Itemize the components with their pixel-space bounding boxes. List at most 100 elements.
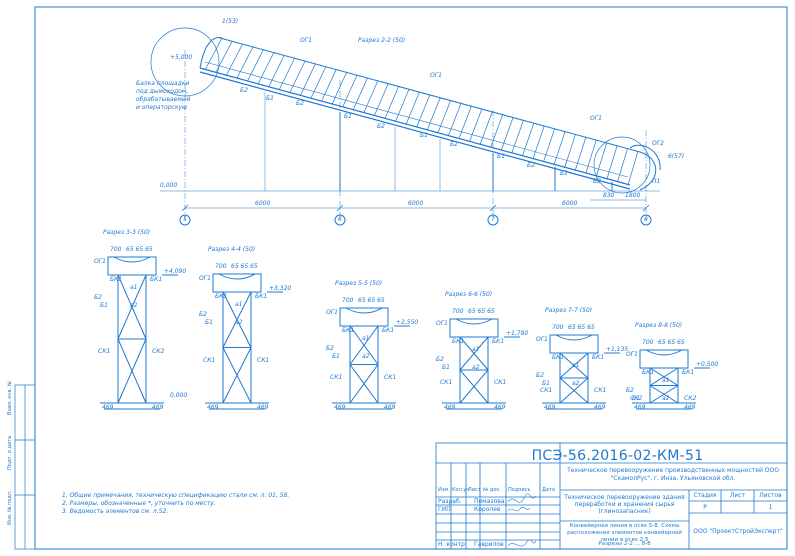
sheet-value: 1 (768, 504, 773, 511)
member-b2-f: Б2 (593, 178, 601, 185)
member-p1: П1 (652, 178, 661, 185)
member-b2-e: Б2 (527, 162, 535, 169)
doc-code: ПСЭ-56.2016-02-КМ-51 (531, 448, 704, 464)
section-a2: а2 (362, 353, 370, 360)
role-2: ГИП (438, 506, 451, 513)
section-box (107, 256, 157, 276)
header-ndok: № док. (483, 487, 501, 493)
gallery-frame-line (437, 100, 452, 134)
sheet-title: Конвейерная линия в осях 5-8. Схема расп… (567, 523, 682, 543)
section-sk-left: СК1 (98, 348, 111, 355)
gallery-frame-line (490, 114, 504, 148)
header-podp: Подпись (508, 487, 531, 493)
section-bk1-right: БК1 (682, 369, 695, 376)
section-b2: Б2 (94, 294, 102, 301)
section-box (639, 349, 689, 369)
section-width-dim: 700 (642, 339, 654, 346)
section-sk-right: СК1 (594, 387, 607, 394)
section-trough (645, 349, 683, 356)
section-a1: а1 (130, 284, 138, 291)
section-small-dims: 65 65 65 (468, 308, 495, 315)
gallery-frame-line (511, 119, 524, 154)
dim-small-2: 1800 (625, 192, 641, 199)
gallery-frame-line (532, 125, 545, 160)
section-box (549, 334, 599, 354)
section-bottom-left: 469 (634, 404, 646, 411)
member-og1-a: ОГ1 (300, 37, 312, 44)
gallery-frame-line (564, 133, 576, 168)
gallery-frame-line (585, 139, 597, 174)
member-og1-b: ОГ1 (430, 72, 442, 79)
note-3: 3. Ведомость элементов см. л.52. (62, 508, 169, 515)
gallery-frame-line (574, 136, 587, 171)
section-a1: а1 (472, 346, 480, 353)
gallery-frame-line (479, 111, 493, 145)
section-title: Техническое перевооружение здания перера… (564, 494, 685, 515)
header-list: Лист (468, 487, 481, 493)
member-b1-a: Б1 (266, 95, 274, 102)
section-bk1-left: БК1 (452, 338, 465, 345)
section-brace (459, 336, 489, 371)
beam-note: Балка площадки под дымоходом, обрабатыва… (136, 80, 191, 111)
section-bk1-left: БК1 (110, 276, 123, 283)
section-trough (218, 273, 256, 280)
section-bk1-right: БК1 (492, 338, 505, 345)
section-brace (117, 338, 147, 404)
gallery-frame-line (363, 80, 379, 114)
gallery-frame-line (373, 83, 389, 117)
section-bottom-right: 469 (384, 404, 396, 411)
member-b2-a: Б2 (240, 87, 248, 94)
header-data: Дата (542, 487, 555, 493)
section-title: Разрез 6-6 (50) (445, 291, 493, 298)
section-trough (555, 334, 593, 341)
section-brace (222, 347, 252, 404)
section-b1: Б1 (442, 364, 450, 371)
section-bottom-left: 469 (334, 404, 346, 411)
gallery-frame-line (204, 37, 223, 71)
gallery-frame-line (321, 68, 337, 102)
role-1: Разраб. (438, 498, 462, 505)
gallery-frame-line (606, 145, 618, 180)
section-brace (459, 369, 489, 404)
section-bk1-right: БК1 (382, 327, 395, 334)
member-og1-c: ОГ1 (590, 115, 602, 122)
section-bk1-right: БК1 (150, 276, 163, 283)
section-sk-left: СК1 (540, 387, 553, 394)
section-brace (559, 377, 589, 404)
section-width-dim: 700 (215, 263, 227, 270)
name-1: Помазова (474, 498, 505, 505)
section-brace (349, 325, 379, 365)
section-og1: ОГ1 (536, 336, 548, 343)
axis-label-5: 5 (183, 216, 187, 223)
section-a1: а1 (662, 377, 670, 384)
section-sk-left: СК1 (330, 373, 343, 381)
section-sk-left: СК2 (630, 394, 643, 402)
member-b1-d: Б1 (497, 153, 505, 160)
section-bk1-right: БК1 (592, 354, 605, 361)
left-stamp-strip (14, 384, 36, 550)
stamp-vzam-label: Взам. инв. № (7, 381, 13, 415)
section-level: +4,090 (164, 268, 187, 275)
section-width-dim: 700 (552, 324, 564, 331)
axis-label-7: 7 (491, 216, 495, 223)
gallery-frame-line (500, 116, 514, 151)
section-box (449, 318, 499, 338)
section-bottom-left: 469 (544, 404, 556, 411)
span-dim-1: 6000 (255, 200, 271, 207)
section-a2: а2 (662, 395, 670, 402)
sheet-subtitle: Разрезы 2-2 ... 8-8 (598, 541, 651, 547)
section-bottom-right: 469 (594, 404, 606, 411)
stage-label: Стадия (693, 492, 717, 499)
gallery-frame-line (395, 88, 410, 122)
main-view-title: Разрез 2-2 (50) (358, 37, 406, 44)
gallery-frame-line (458, 105, 472, 140)
section-a2: а2 (472, 364, 480, 371)
section-brace (649, 385, 679, 404)
gallery-frame-line (246, 49, 264, 82)
section-b2: Б2 (326, 345, 334, 352)
callout-top: 1(53) (222, 18, 239, 25)
section-small-dims: 65 65 65 (231, 263, 258, 270)
level-start: +5,000 (170, 54, 193, 61)
section-trough (455, 318, 493, 325)
level-zero: 0,000 (160, 182, 178, 189)
